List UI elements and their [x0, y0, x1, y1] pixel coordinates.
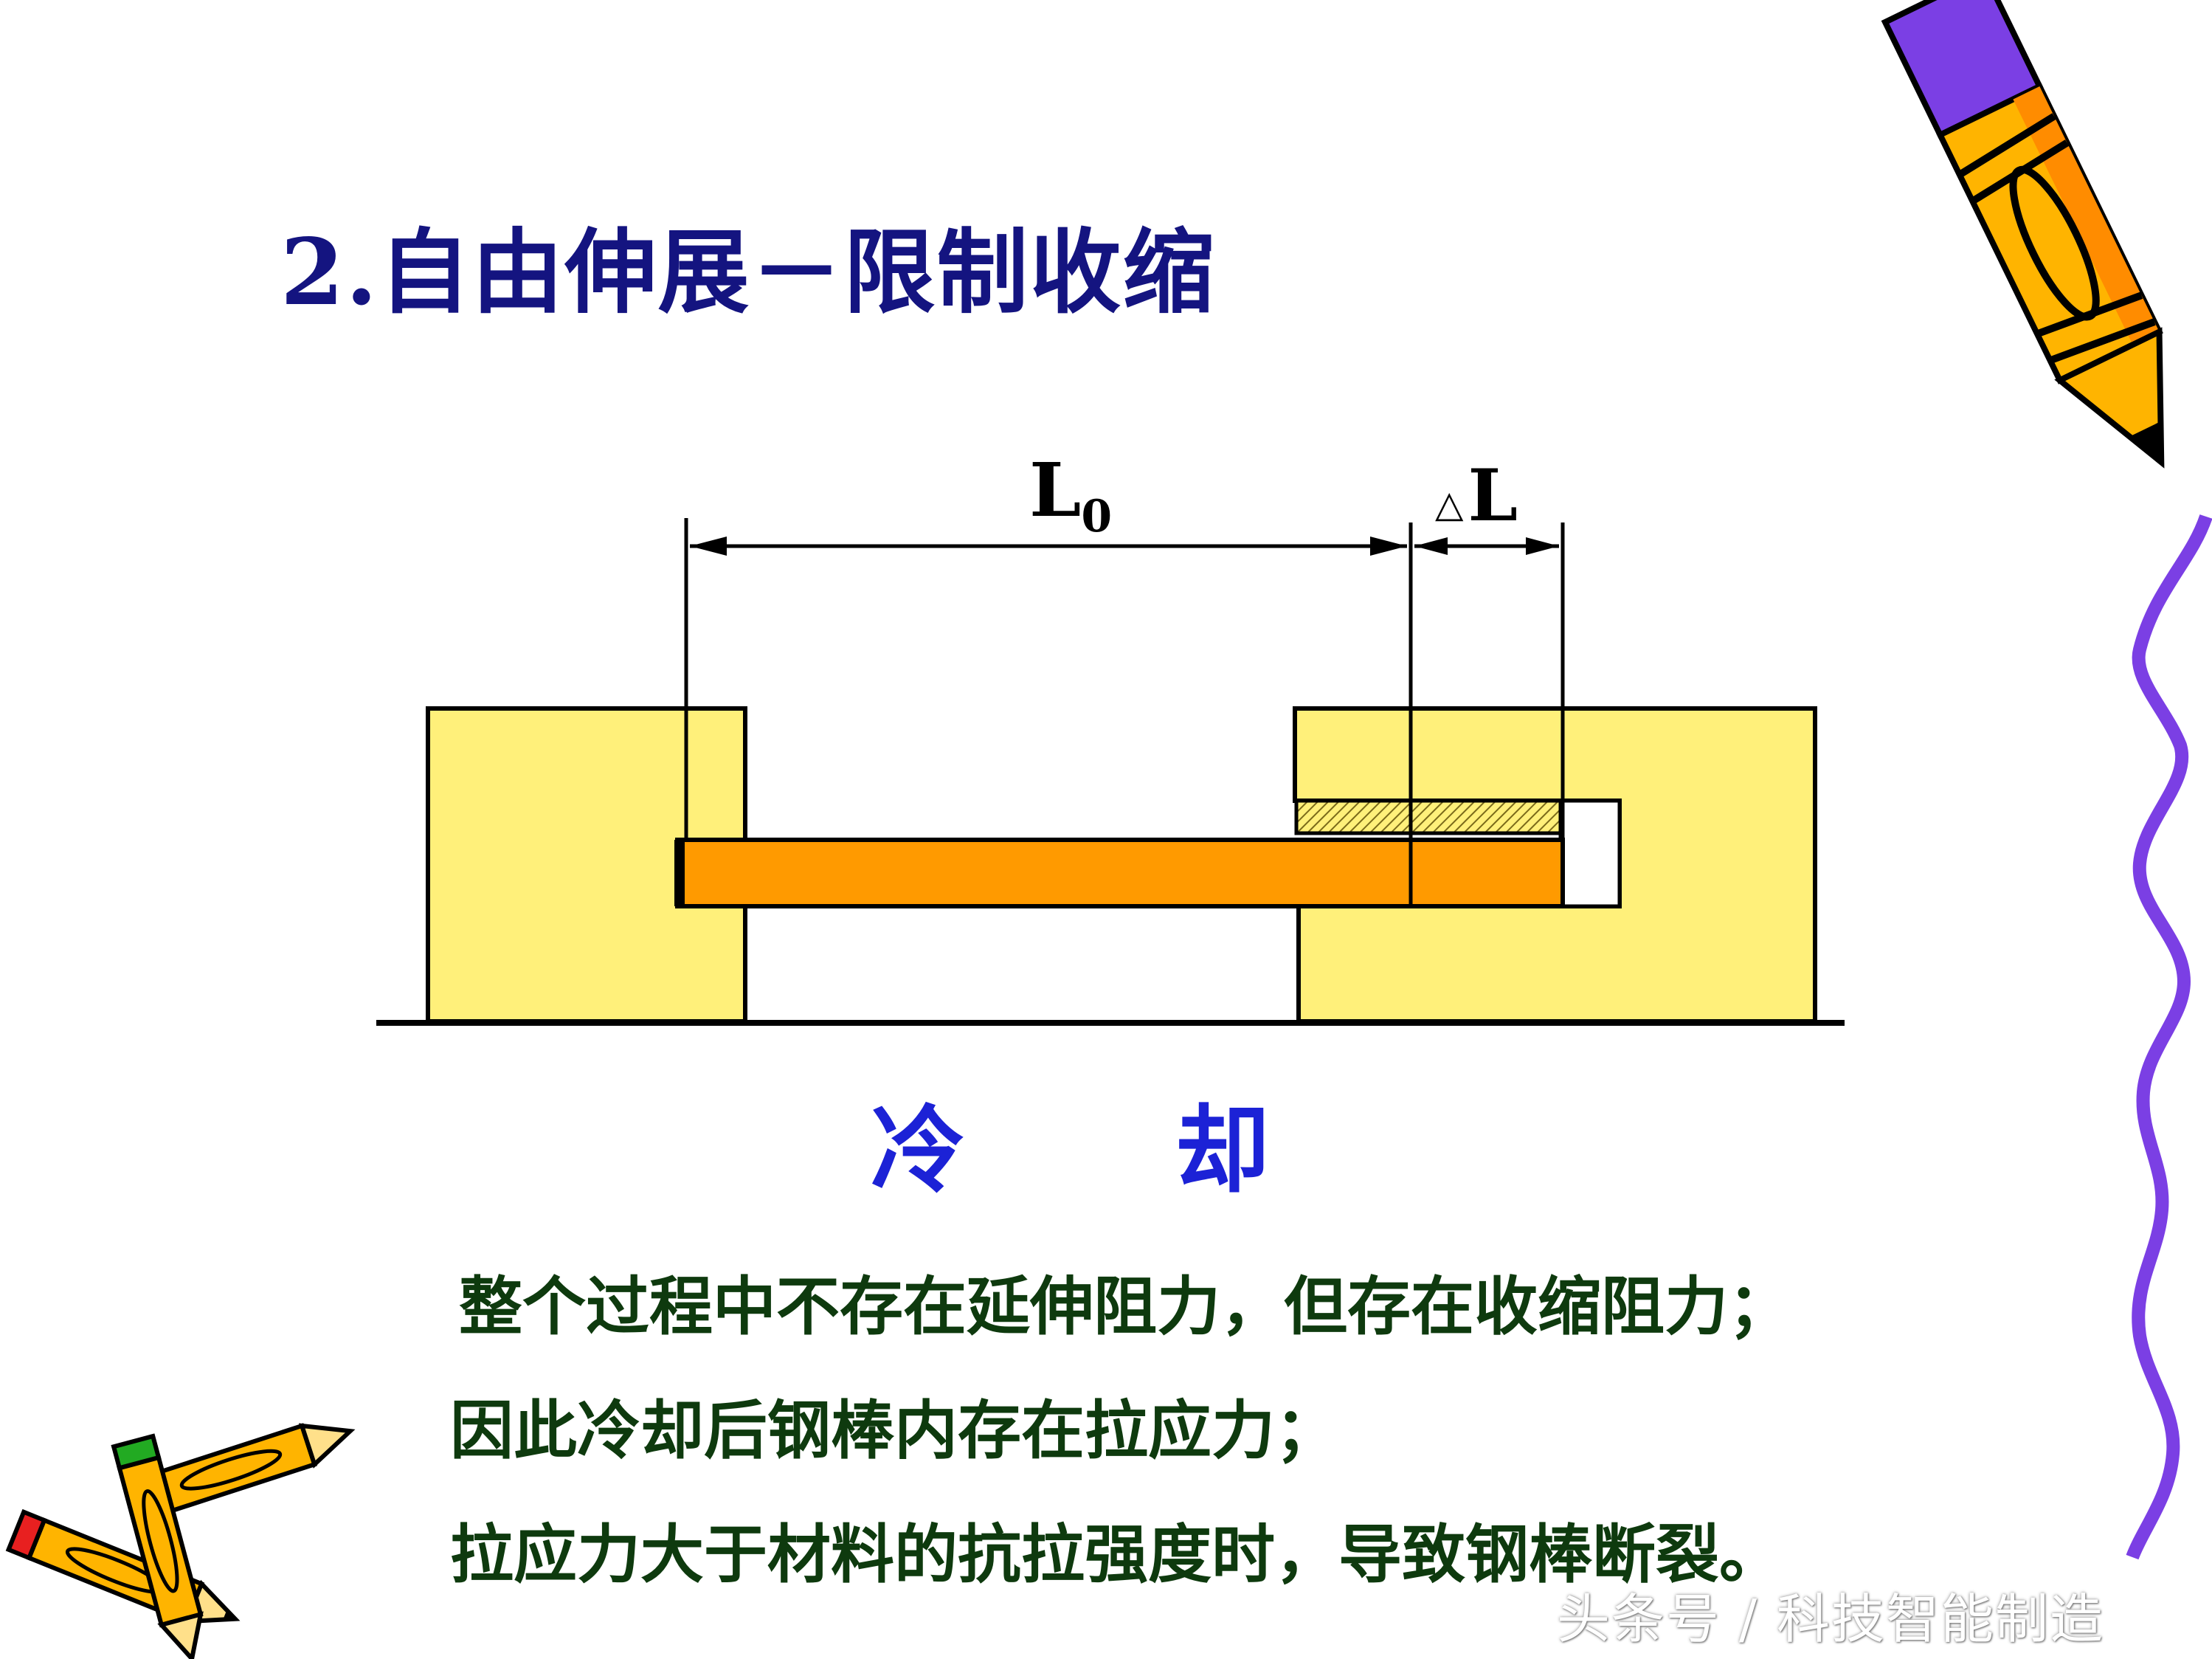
delta-symbol: △	[1435, 483, 1464, 525]
pencil-icon	[1881, 0, 2165, 469]
hatched-strip	[1294, 799, 1563, 835]
watermark: 头条号 / 科技智能制造	[1557, 1588, 2105, 1650]
page-title: 2.自由伸展－限制收缩	[280, 198, 1215, 331]
title-text: 自由伸展－限制收缩	[379, 220, 1216, 326]
title-number: 2.	[280, 219, 379, 326]
cooling-caption: 冷 却	[871, 1096, 1358, 1206]
wavy-border	[2126, 514, 2212, 1560]
l0-label: L0	[1029, 446, 1112, 542]
delta-l-label: △L	[1435, 454, 1518, 537]
delta-letter: L	[1468, 454, 1518, 537]
body-line-1: 整个过程中不存在延伸阻力，但存在收缩阻力；	[459, 1270, 1791, 1344]
gap-space	[1558, 799, 1622, 908]
body-line-2: 因此冷却后钢棒内存在拉应力；	[450, 1394, 1338, 1468]
l0-subscript: 0	[1081, 491, 1113, 542]
dimension-arrow-l0	[690, 537, 1407, 556]
pencils-icon	[5, 1423, 356, 1659]
steel-bar	[675, 838, 1565, 908]
l0-letter: L	[1029, 446, 1082, 534]
dimension-arrow-delta-l	[1414, 537, 1559, 555]
bar-end-cap	[674, 840, 685, 906]
body-line-3: 拉应力大于材料的抗拉强度时，导致钢棒断裂。	[450, 1518, 1783, 1592]
